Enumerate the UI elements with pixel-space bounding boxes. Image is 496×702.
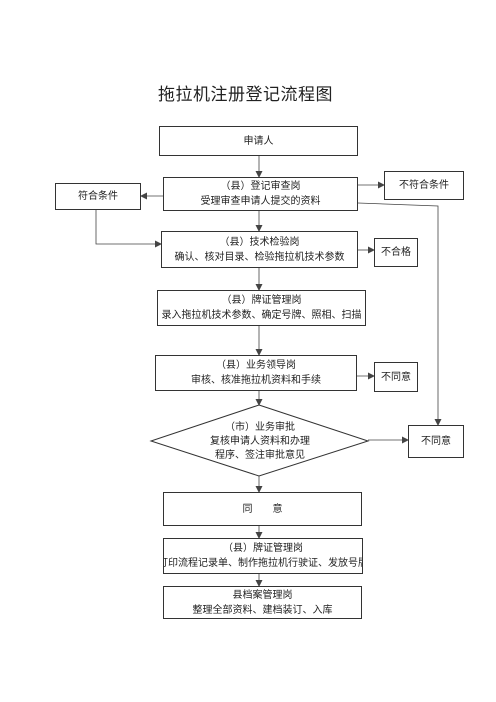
step-plate-mgmt-2: （县）牌证管理岗 打印流程记录单、制作拖拉机行驶证、发放号牌 [163, 538, 363, 574]
step-register-review-task: 受理审查申请人提交的资料 [200, 196, 321, 207]
step-tech-inspect: （县）技术检验岗 确认、核对目录、检验拖拉机技术参数 [161, 231, 358, 268]
side-meets-conditions: 符合条件 [55, 183, 141, 210]
step-agree: 同 意 [163, 492, 362, 526]
step-leader: （县）业务领导岗 审核、核准拖拉机资料和手续 [155, 355, 357, 391]
step-city-approval: （市）业务审批 复核申请人资料和办理 程序、签注审批意见 [160, 421, 360, 463]
arrow-meets-to-tech [95, 210, 162, 248]
side-disagree-1: 不同意 [374, 362, 418, 392]
step-archive-role: 县档案管理岗 [232, 589, 293, 601]
side-fail-label: 不合格 [381, 247, 411, 258]
step-plate-mgmt-2-task: 打印流程记录单、制作拖拉机行驶证、发放号牌 [163, 558, 363, 569]
step-plate-mgmt-1: （县）牌证管理岗 录入拖拉机技术参数、确定号牌、照相、扫描 [157, 290, 366, 326]
step-register-review-role: （县）登记审查岗 [220, 181, 301, 192]
step-plate-mgmt-1-role: （县）牌证管理岗 [221, 295, 302, 306]
side-not-meet-label: 不符合条件 [399, 180, 449, 191]
side-not-meet: 不符合条件 [384, 171, 464, 200]
step-city-approval-task-1: 复核申请人资料和办理 [210, 436, 310, 447]
step-agree-label: 同 意 [242, 503, 283, 515]
step-leader-role: （县）业务领导岗 [216, 360, 296, 371]
step-archive-task: 整理全部资料、建档装订、入库 [192, 604, 333, 616]
side-disagree-1-label: 不同意 [381, 371, 411, 383]
step-city-approval-role: （市）业务审批 [225, 422, 295, 433]
step-plate-mgmt-1-task: 录入拖拉机技术参数、确定号牌、照相、扫描 [161, 310, 362, 321]
step-archive: 县档案管理岗 整理全部资料、建档装订、入库 [163, 586, 362, 619]
step-city-approval-task-2: 程序、签注审批意见 [215, 450, 305, 461]
step-plate-mgmt-2-role: （县）牌证管理岗 [223, 543, 303, 554]
step-leader-task: 审核、核准拖拉机资料和手续 [191, 375, 321, 386]
step-tech-inspect-role: （县）技术检验岗 [219, 236, 300, 248]
page-title: 拖拉机注册登记流程图 [158, 85, 333, 105]
arrow-review-to-trunk [357, 202, 442, 426]
side-meets-label: 符合条件 [78, 191, 118, 202]
step-apply: 申请人 [159, 126, 358, 156]
side-disagree-2-label: 不同意 [421, 436, 451, 447]
step-register-review: （县）登记审查岗 受理审查申请人提交的资料 [163, 177, 358, 211]
side-disagree-2: 不同意 [408, 425, 464, 458]
side-fail: 不合格 [374, 238, 418, 267]
city-approval-diamond [149, 404, 370, 477]
step-apply-label: 申请人 [243, 135, 274, 147]
step-tech-inspect-task: 确认、核对目录、检验拖拉机技术参数 [174, 251, 345, 263]
